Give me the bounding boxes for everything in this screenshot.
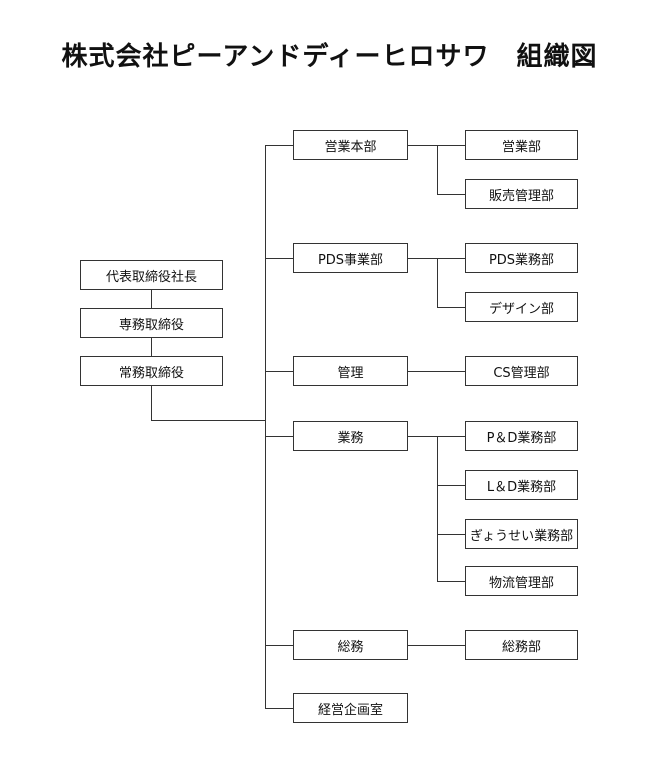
connector-line [265, 371, 293, 372]
node-planning-office: 経営企画室 [293, 693, 408, 723]
node-managing-director: 常務取締役 [80, 356, 223, 386]
connector-line [437, 145, 438, 194]
node-pd-ops-dept: P＆D業務部 [465, 421, 578, 451]
connector-line [151, 386, 152, 420]
connector-trunk-line [265, 145, 266, 708]
connector-line [265, 145, 293, 146]
node-pds-ops-dept: PDS業務部 [465, 243, 578, 273]
node-gyomu: 業務 [293, 421, 408, 451]
connector-line [408, 371, 465, 372]
connector-line [408, 258, 465, 259]
connector-line [151, 338, 152, 356]
connector-line [408, 645, 465, 646]
connector-line [408, 145, 465, 146]
page-title: 株式会社ピーアンドディーヒロサワ 組織図 [61, 42, 598, 72]
node-sales-hq: 営業本部 [293, 130, 408, 160]
connector-line [437, 194, 465, 195]
connector-line [437, 258, 438, 307]
connector-line [265, 258, 293, 259]
connector-line [151, 420, 265, 421]
node-senior-managing-director: 専務取締役 [80, 308, 223, 338]
connector-line [437, 534, 465, 535]
connector-line [265, 436, 293, 437]
node-president: 代表取締役社長 [80, 260, 223, 290]
node-design-dept: デザイン部 [465, 292, 578, 322]
node-logistics-admin-dept: 物流管理部 [465, 566, 578, 596]
node-pds-division: PDS事業部 [293, 243, 408, 273]
node-gyosei-ops-dept: ぎょうせい業務部 [465, 519, 578, 549]
connector-line [437, 307, 465, 308]
node-cs-admin-dept: CS管理部 [465, 356, 578, 386]
connector-line [151, 290, 152, 308]
node-ld-ops-dept: L＆D業務部 [465, 470, 578, 500]
node-kanri: 管理 [293, 356, 408, 386]
node-sales-admin-dept: 販売管理部 [465, 179, 578, 209]
connector-line [437, 581, 465, 582]
connector-line [265, 708, 293, 709]
connector-line [265, 645, 293, 646]
node-sales-dept: 営業部 [465, 130, 578, 160]
connector-line [437, 485, 465, 486]
node-somu-dept: 総務部 [465, 630, 578, 660]
node-somu: 総務 [293, 630, 408, 660]
connector-line [408, 436, 465, 437]
connector-line [437, 436, 438, 581]
